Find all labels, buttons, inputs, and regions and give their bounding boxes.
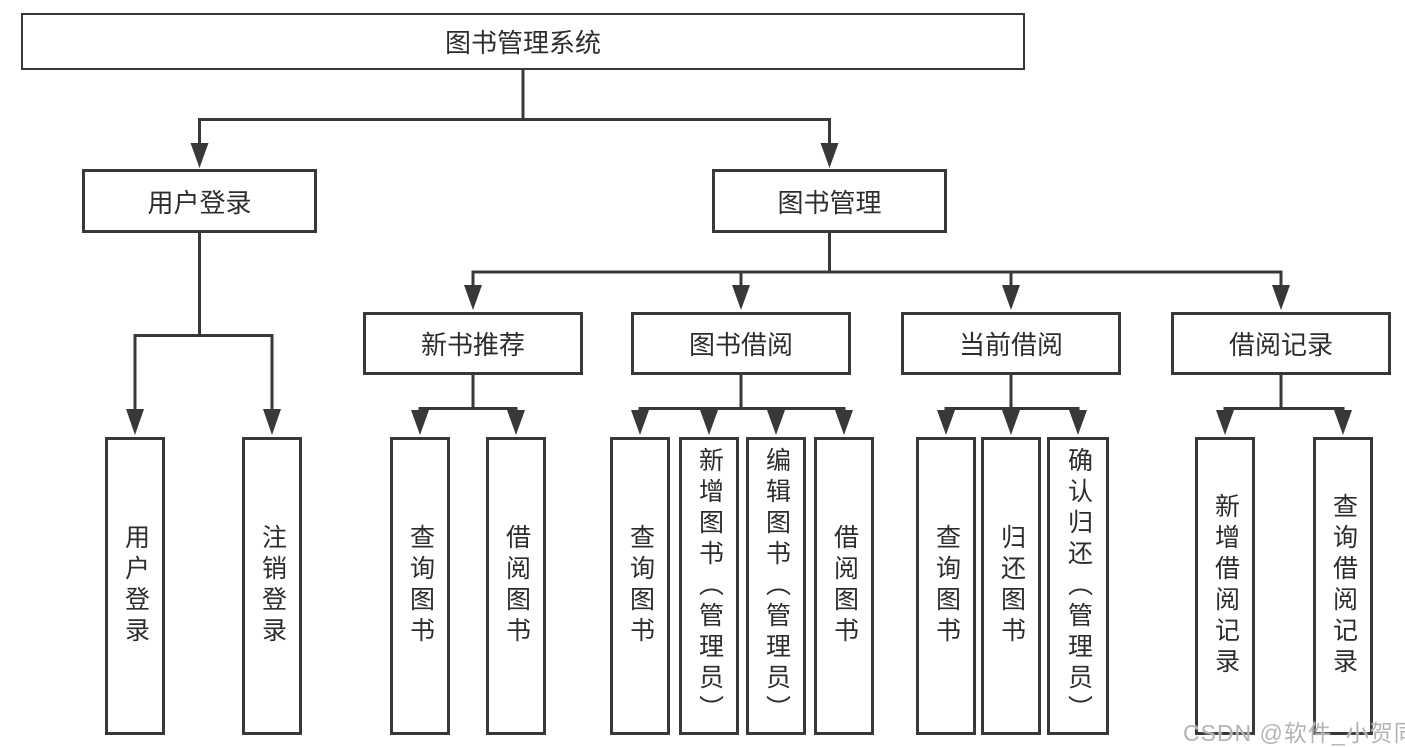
node-book-management: 图书管理 <box>712 169 947 233</box>
leaf-add-book-admin: 新增图书（管理员） <box>679 437 739 735</box>
leaf-user-login: 用户登录 <box>105 437 165 735</box>
node-borrow-records-label: 借阅记录 <box>1228 330 1333 360</box>
leaf-borrow-books: 借阅图书 <box>814 437 874 735</box>
csdn-watermark: CSDN @软件_小贺同学 <box>1183 720 1405 746</box>
node-current-borrow-label: 当前借阅 <box>958 330 1063 360</box>
leaf-query-books-current: 查询图书 <box>916 437 976 735</box>
leaf-query-books-recommend-label: 查询图书 <box>406 524 435 648</box>
leaf-query-books-borrow: 查询图书 <box>610 437 670 735</box>
node-current-borrow: 当前借阅 <box>901 312 1121 375</box>
leaf-confirm-return-admin: 确认归还（管理员） <box>1047 437 1109 735</box>
node-user-login: 用户登录 <box>82 169 317 233</box>
node-book-management-label: 图书管理 <box>777 187 882 218</box>
node-library-system-label: 图书管理系统 <box>444 28 601 58</box>
node-book-borrow-label: 图书借阅 <box>688 330 793 360</box>
leaf-query-books-current-label: 查询图书 <box>932 524 961 648</box>
node-new-book-recommend-label: 新书推荐 <box>420 330 525 360</box>
leaf-return-book-label: 归还图书 <box>997 524 1026 648</box>
node-borrow-records: 借阅记录 <box>1171 312 1391 375</box>
node-new-book-recommend: 新书推荐 <box>363 312 583 375</box>
leaf-add-book-admin-label: 新增图书（管理员） <box>695 446 724 726</box>
leaf-logout-label: 注销登录 <box>258 524 287 648</box>
node-book-borrow: 图书借阅 <box>631 312 851 375</box>
node-library-system: 图书管理系统 <box>21 13 1025 70</box>
leaf-query-borrow-record: 查询借阅记录 <box>1313 437 1373 735</box>
leaf-borrow-books-recommend-label: 借阅图书 <box>502 524 531 648</box>
node-user-login-label: 用户登录 <box>147 187 252 218</box>
leaf-add-borrow-record-label: 新增借阅记录 <box>1211 493 1240 679</box>
leaf-borrow-books-label: 借阅图书 <box>830 524 859 648</box>
leaf-query-books-recommend: 查询图书 <box>390 437 450 735</box>
leaf-confirm-return-admin-label: 确认归还（管理员） <box>1064 446 1093 726</box>
leaf-return-book: 归还图书 <box>981 437 1041 735</box>
leaf-edit-book-admin: 编辑图书（管理员） <box>746 437 806 735</box>
leaf-borrow-books-recommend: 借阅图书 <box>486 437 546 735</box>
leaf-query-borrow-record-label: 查询借阅记录 <box>1329 493 1358 679</box>
leaf-edit-book-admin-label: 编辑图书（管理员） <box>762 446 791 726</box>
leaf-user-login-label: 用户登录 <box>121 524 150 648</box>
leaf-add-borrow-record: 新增借阅记录 <box>1195 437 1255 735</box>
leaf-logout: 注销登录 <box>242 437 302 735</box>
leaf-query-books-borrow-label: 查询图书 <box>626 524 655 648</box>
